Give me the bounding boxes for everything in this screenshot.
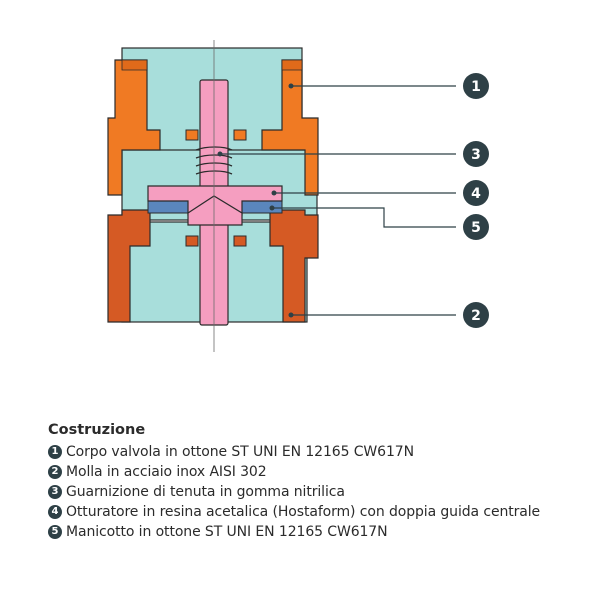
- legend-item-text: Manicotto in ottone ST UNI EN 12165 CW61…: [66, 524, 388, 540]
- legend-item-text: Guarnizione di tenuta in gomma nitrilica: [66, 484, 345, 500]
- legend-item: 3 Guarnizione di tenuta in gomma nitrili…: [48, 482, 588, 502]
- seal-ring-bottom-left: [185, 235, 199, 247]
- seal-ring-top-left: [185, 129, 199, 141]
- callout-number-2: 2: [471, 308, 481, 324]
- valve-sleeve-lower: [107, 209, 319, 323]
- callout-badge-3: 3: [463, 141, 489, 167]
- callout-number-3: 3: [471, 147, 481, 163]
- callout-number-4: 4: [471, 186, 481, 202]
- legend-number-badge: 4: [48, 505, 62, 519]
- valve-sleeve-left-wall: [107, 209, 151, 323]
- spring: [195, 146, 233, 175]
- leader-dots: [217, 83, 294, 318]
- valve-body-thread-left: [121, 59, 148, 71]
- leader-dot-1: [288, 83, 294, 89]
- callout-badge-4: 4: [463, 180, 489, 206]
- callout-number-1: 1: [471, 79, 481, 95]
- legend-number-badge: 2: [48, 465, 62, 479]
- construction-legend: Costruzione 1 Corpo valvola in ottone ST…: [48, 420, 588, 542]
- gasket-left: [147, 200, 189, 214]
- valve-body-thread-right: [281, 59, 303, 71]
- leader-dot-3: [217, 151, 223, 157]
- seal-ring-top-right: [233, 129, 247, 141]
- leader-dot-5: [269, 205, 275, 211]
- legend-item-text: Corpo valvola in ottone ST UNI EN 12165 …: [66, 444, 414, 460]
- callout-badge-1: 1: [463, 73, 489, 99]
- legend-number-badge: 3: [48, 485, 62, 499]
- valve-body-left-wall: [107, 59, 161, 196]
- spring-coil: [195, 146, 233, 175]
- valve-body-right-wall: [261, 59, 319, 196]
- legend-list: 1 Corpo valvola in ottone ST UNI EN 1216…: [48, 442, 588, 542]
- legend-item-text: Otturatore in resina acetalica (Hostafor…: [66, 504, 541, 520]
- legend-number-badge: 1: [48, 445, 62, 459]
- valve-sleeve-right-wall: [269, 209, 319, 323]
- leader-dot-4: [271, 190, 277, 196]
- gasket-right: [241, 200, 283, 214]
- legend-item-text: Molla in acciaio inox AISI 302: [66, 464, 267, 480]
- callout-badge-2: 2: [463, 302, 489, 328]
- callout-leaders: [220, 85, 456, 316]
- valve-body-upper: [107, 59, 319, 196]
- legend-title: Costruzione: [48, 422, 146, 438]
- seal-ring-bottom-right: [233, 235, 247, 247]
- valve-cross-section-diagram: 1 3 4 5 2: [107, 40, 489, 352]
- seal-rings: [185, 129, 247, 247]
- leader-dot-2: [288, 312, 294, 318]
- legend-item: 2 Molla in acciaio inox AISI 302: [48, 462, 588, 482]
- callout-badge-5: 5: [463, 214, 489, 240]
- legend-item: 1 Corpo valvola in ottone ST UNI EN 1216…: [48, 442, 588, 462]
- legend-item: 5 Manicotto in ottone ST UNI EN 12165 CW…: [48, 522, 588, 542]
- leader-5: [272, 207, 456, 228]
- legend-number-badge: 5: [48, 525, 62, 539]
- shutter-cone: [187, 195, 243, 226]
- legend-item: 4 Otturatore in resina acetalica (Hostaf…: [48, 502, 588, 522]
- callout-number-5: 5: [471, 220, 481, 236]
